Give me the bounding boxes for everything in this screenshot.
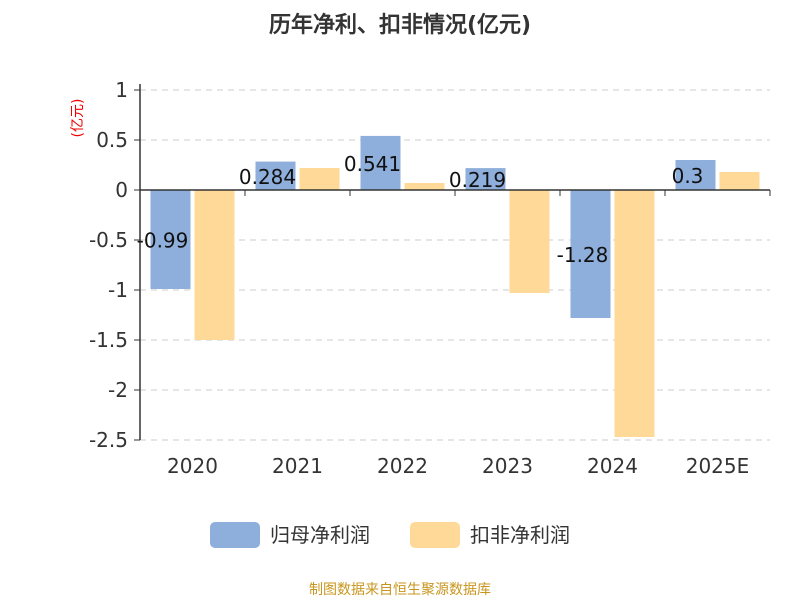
y-axis-label: (亿元) (70, 99, 86, 138)
data-label: 0.219 (449, 168, 506, 192)
bar-koufei-2022 (404, 183, 445, 190)
data-label: -1.28 (557, 243, 609, 267)
bar-koufei-2020 (194, 190, 235, 340)
data-label: -0.99 (137, 229, 189, 253)
bar-koufei-2023 (509, 190, 550, 293)
data-label: 0.3 (672, 164, 704, 188)
y-tick-label: -1.5 (89, 328, 128, 352)
x-tick-label: 2021 (272, 454, 323, 478)
y-tick-label: -2 (108, 378, 128, 402)
data-label: 0.284 (239, 165, 296, 189)
bar-guimu-2025E (675, 160, 716, 190)
legend-label-koufei: 扣非净利润 (470, 523, 570, 547)
legend-swatch-koufei (410, 522, 460, 548)
x-tick-label: 2024 (587, 454, 638, 478)
chart-title: 历年净利、扣非情况(亿元) (269, 12, 531, 38)
bar-koufei-2021 (299, 168, 340, 190)
bar-koufei-2024 (614, 190, 655, 437)
bar-guimu-2022 (360, 135, 401, 190)
legend-label-guimu: 归母净利润 (270, 523, 370, 547)
bar-guimu-2021 (255, 161, 296, 190)
y-tick-label: -1 (108, 278, 128, 302)
x-tick-label: 2020 (167, 454, 218, 478)
bar-koufei-2025E (719, 172, 760, 190)
legend: 归母净利润 扣非净利润 (210, 522, 570, 548)
x-tick-label: 2022 (377, 454, 428, 478)
x-tick-label: 2025E (686, 454, 750, 478)
x-tick-label: 2023 (482, 454, 533, 478)
bar-guimu-2024 (570, 190, 611, 318)
y-tick-label: 0 (115, 178, 128, 202)
y-tick-label: -2.5 (89, 428, 128, 452)
y-tick-label: 0.5 (96, 128, 128, 152)
legend-swatch-guimu (210, 522, 260, 548)
y-tick-label: -0.5 (89, 228, 128, 252)
bar-guimu-2023 (465, 168, 506, 190)
source-note: 制图数据来自恒生聚源数据库 (309, 582, 491, 598)
y-tick-label: 1 (115, 78, 128, 102)
bar-guimu-2020 (150, 190, 191, 289)
data-label: 0.541 (344, 152, 401, 176)
